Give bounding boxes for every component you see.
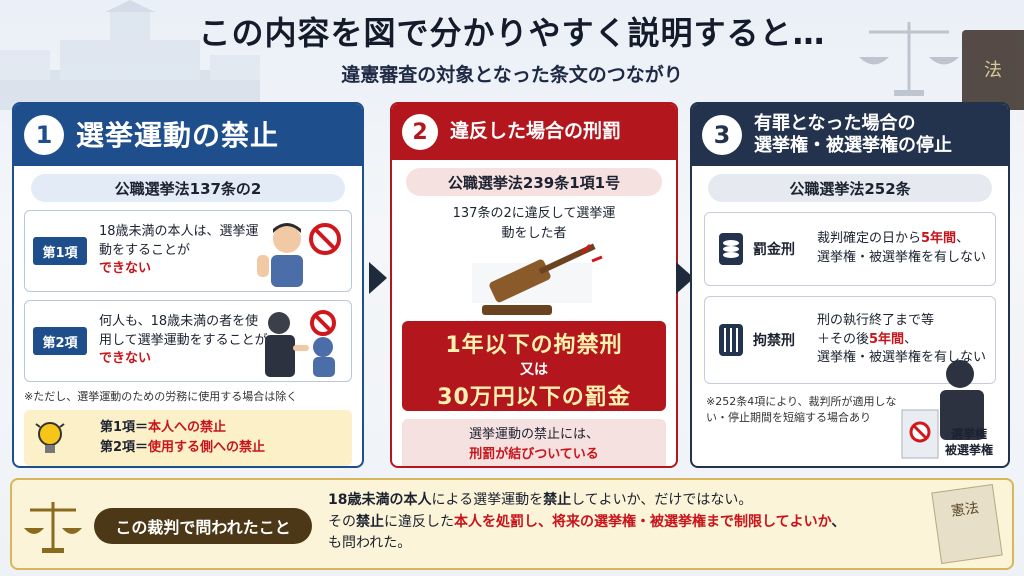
clause1-tag: 第1項 xyxy=(33,237,87,265)
panel2-conclusion: 選挙運動の禁止には、 刑罰が結びついている xyxy=(402,419,666,466)
imprisonment-label: 拘禁刑 xyxy=(753,333,795,349)
clause2-tag: 第2項 xyxy=(33,327,87,355)
panel3-note: ※252条4項により、裁判所が適用しない・停止期間を短縮する場合あり xyxy=(706,395,897,424)
panel1-law-reference: 公職選挙法137条の2 xyxy=(31,174,345,202)
panel3-title-line2: 選挙権・被選挙権の停止 xyxy=(754,135,952,156)
fine-label: 罰金刑 xyxy=(753,242,795,258)
summary-line2: 第2項＝使用する側への禁止 xyxy=(100,438,265,458)
panel3-title: 有罪となった場合の 選挙権・被選挙権の停止 xyxy=(754,113,952,158)
suffrage-label-line2: 被選挙権 xyxy=(944,442,993,457)
lightbulb-icon xyxy=(35,422,65,453)
official-person-illustration xyxy=(901,360,984,459)
penalty-imprisonment: 1年以下の拘禁刑 xyxy=(445,333,623,358)
clause1-body: 18歳未満の本人は、選挙運動をすることが xyxy=(99,223,259,258)
scales-of-justice-icon xyxy=(24,502,82,553)
summary-line1: 第1項＝本人への禁止 xyxy=(100,418,265,438)
fine-text-suffix: 、 xyxy=(956,231,970,247)
adult-using-youth-illustration xyxy=(265,310,336,377)
panel2-title: 違反した場合の刑罰 xyxy=(450,120,622,143)
footer-l1a: 18歳未満の本人 xyxy=(328,492,432,508)
panel2-header: 2 違反した場合の刑罰 xyxy=(392,104,676,160)
clause1-box: 第1項 18歳未満の本人は、選挙運動をすることが できない xyxy=(24,210,352,292)
conclusion-line1: 選挙運動の禁止には、 xyxy=(468,427,599,442)
panel1-header: 1 選挙運動の禁止 xyxy=(14,104,362,166)
panel1-summary: 第1項＝本人への禁止 第2項＝使用する側への禁止 xyxy=(24,410,352,466)
summary-line1-emph: 本人への禁止 xyxy=(148,419,227,435)
summary-line2-emph: 使用する側への禁止 xyxy=(148,440,266,455)
penalty-or: 又は xyxy=(520,362,548,378)
imprisonment-row: 拘禁刑 刑の執行終了まで等 ＋その後5年間、 選挙権・被選挙権を有しない xyxy=(704,296,996,384)
scales-of-justice-icon xyxy=(859,22,959,96)
clause1-emphasis: できない xyxy=(99,261,152,277)
gavel-zone xyxy=(392,243,676,321)
footer-l3: も問われた。 xyxy=(328,535,412,552)
panel-suffrage-suspension: 3 有罪となった場合の 選挙権・被選挙権の停止 公職選挙法252条 罰金刑 裁判… xyxy=(690,102,1010,468)
footer-l2a: その xyxy=(328,513,356,530)
imprisonment-text-years: 5年間 xyxy=(869,331,905,347)
footer-l2c: に違反した xyxy=(384,513,454,530)
footer-l2e: 、 xyxy=(831,513,846,530)
footer-l1b: による選挙運動を xyxy=(431,492,544,508)
diet-building-illustration xyxy=(0,0,260,110)
fine-text-years: 5年間 xyxy=(921,231,957,247)
panel1-title: 選挙運動の禁止 xyxy=(76,118,280,152)
youth-stop-illustration xyxy=(257,223,341,287)
panel2-description: 137条の2に違反して選挙運動をした者 xyxy=(452,206,616,241)
law-book-icon: 法 xyxy=(962,30,1024,110)
constitution-document-icon: 憲法 xyxy=(931,484,1003,564)
imprisonment-text-suffix: 、 xyxy=(904,331,918,347)
footer-l1c: 禁止 xyxy=(543,492,572,508)
penalty-box: 1年以下の拘禁刑 又は 30万円以下の罰金 xyxy=(402,321,666,411)
imprisonment-text: 刑の執行終了まで等 ＋その後5年間、 選挙権・被選挙権を有しない xyxy=(817,312,986,369)
footer-tag: この裁判で問われたこと xyxy=(94,508,312,544)
clause2-box: 第2項 何人も、18歳未満の者を使用して選挙運動をすることができない xyxy=(24,300,352,382)
panel-election-campaign-ban: 1 選挙運動の禁止 公職選挙法137条の2 第1項 18歳未満の本人は、選挙運動… xyxy=(12,102,364,468)
panel-penalty: 2 違反した場合の刑罰 公職選挙法239条1項1号 137条の2に違反して選挙運… xyxy=(390,102,678,468)
conclusion-line2: 刑罰が結びついている xyxy=(469,446,599,462)
footer-l2b: 禁止 xyxy=(356,513,384,530)
page-title: この内容を図で分かりやすく説明すると… xyxy=(198,14,826,52)
panel1-note: ※ただし、選挙運動のための労務に使用する場合は除く xyxy=(24,390,298,403)
panel3-title-line1: 有罪となった場合の xyxy=(754,112,916,134)
imprisonment-text-line3: 選挙権・被選挙権を有しない xyxy=(817,350,987,366)
suffrage-label-line1: 選挙権 xyxy=(950,426,987,441)
fine-text: 裁判確定の日から5年間、 選挙権・被選挙権を有しない xyxy=(817,230,986,268)
summary-line1-prefix: 第1項＝ xyxy=(100,419,149,435)
clause2-body: 何人も、18歳未満の者を使用して選挙運動をすることが xyxy=(99,313,268,348)
coins-icon xyxy=(719,233,743,265)
arrow-right-icon xyxy=(369,262,387,294)
panel3-law-reference: 公職選挙法252条 xyxy=(707,174,993,202)
panel2-number: 2 xyxy=(402,114,438,150)
panel3-header: 3 有罪となった場合の 選挙権・被選挙権の停止 xyxy=(692,104,1008,166)
clause1-text: 18歳未満の本人は、選挙運動をすることが できない xyxy=(99,223,269,280)
clause2-emphasis: できない xyxy=(99,351,152,367)
footer-l2d: 本人を処罰し、将来の選挙権・被選挙権まで制限してよいか xyxy=(454,513,832,530)
arrow-right-icon xyxy=(676,262,694,294)
imprisonment-text-line1: 刑の執行終了まで等 xyxy=(817,312,935,328)
fine-text-prefix: 裁判確定の日から xyxy=(817,231,922,247)
panel3-number: 3 xyxy=(702,115,742,155)
footer-l1d: してよいか、だけではない。 xyxy=(571,492,753,508)
fine-text-line2: 選挙権・被選挙権を有しない xyxy=(817,250,987,265)
imprisonment-text-prefix: ＋その後 xyxy=(817,331,870,347)
summary-line2-prefix: 第2項＝ xyxy=(100,440,149,455)
clause2-text: 何人も、18歳未満の者を使用して選挙運動をすることができない xyxy=(99,313,269,370)
prison-bars-icon xyxy=(719,324,743,356)
footer-text: 18歳未満の本人による選挙運動を禁止してよいか、だけではない。 その禁止に違反し… xyxy=(328,490,928,555)
page-subtitle: 違憲審査の対象となった条文のつながり xyxy=(341,64,683,86)
gavel-icon xyxy=(472,243,603,315)
panel1-number: 1 xyxy=(24,115,64,155)
suffrage-label: 選挙権 被選挙権 xyxy=(938,426,1000,458)
panel2-law-reference: 公職選挙法239条1項1号 xyxy=(406,168,662,196)
fine-row: 罰金刑 裁判確定の日から5年間、 選挙権・被選挙権を有しない xyxy=(704,212,996,286)
question-footer: この裁判で問われたこと 18歳未満の本人による選挙運動を禁止してよいか、だけでは… xyxy=(10,478,1014,570)
penalty-fine: 30万円以下の罰金 xyxy=(437,385,631,410)
